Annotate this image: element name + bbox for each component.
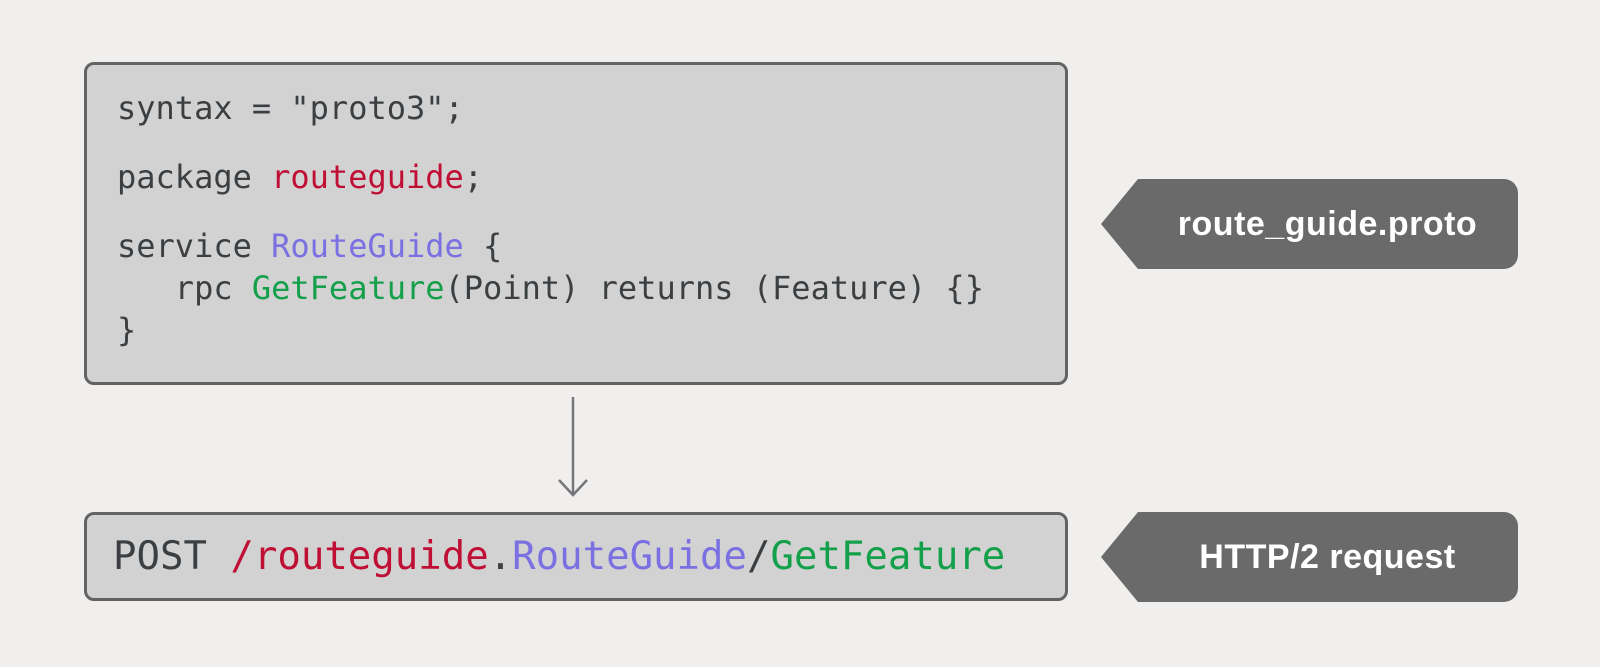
code-token-default: syntax = "proto3"; xyxy=(117,89,464,127)
proto-file-code-block: syntax = "proto3"; package routeguide; ser… xyxy=(84,62,1068,385)
code-token-default: (Point) returns (Feature) {} xyxy=(444,269,984,307)
code-token-default: / xyxy=(746,534,771,579)
code-token-red: /routeguide xyxy=(230,534,489,579)
route-guide-proto-tag-label: route_guide.proto xyxy=(1177,204,1478,243)
code-line: } xyxy=(117,309,1041,351)
http2-request-tag-label: HTTP/2 request xyxy=(1199,537,1456,576)
code-token-default: ; xyxy=(463,158,484,196)
code-line: syntax = "proto3"; xyxy=(117,87,1041,129)
code-token-green: GetFeature xyxy=(251,269,445,307)
down-arrow-icon xyxy=(558,397,588,497)
code-token-default: package xyxy=(117,158,272,196)
code-line: rpc GetFeature(Point) returns (Feature) … xyxy=(117,267,1041,309)
code-token-default: . xyxy=(488,534,513,579)
http2-request-code-block: POST /routeguide.RouteGuide/GetFeature xyxy=(84,512,1068,601)
code-token-default: service xyxy=(117,227,272,265)
code-token-purple: RouteGuide xyxy=(271,227,464,265)
route-guide-proto-tag: route_guide.proto xyxy=(1101,179,1518,269)
code-line: service RouteGuide { xyxy=(117,225,1041,267)
proto-code: syntax = "proto3"; package routeguide; ser… xyxy=(117,87,1041,351)
code-token-green: GetFeature xyxy=(770,534,1006,579)
code-token-default: } xyxy=(117,311,137,349)
code-line: package routeguide; xyxy=(117,156,1041,198)
code-token-default: POST xyxy=(113,534,231,579)
code-token-default: rpc xyxy=(117,269,252,307)
code-token-red: routeguide xyxy=(271,158,464,196)
code-token-purple: RouteGuide xyxy=(512,534,747,579)
http2-request-tag: HTTP/2 request xyxy=(1101,512,1518,602)
http2-request-code: POST /routeguide.RouteGuide/GetFeature xyxy=(113,537,1005,576)
code-token-default: { xyxy=(463,227,503,265)
